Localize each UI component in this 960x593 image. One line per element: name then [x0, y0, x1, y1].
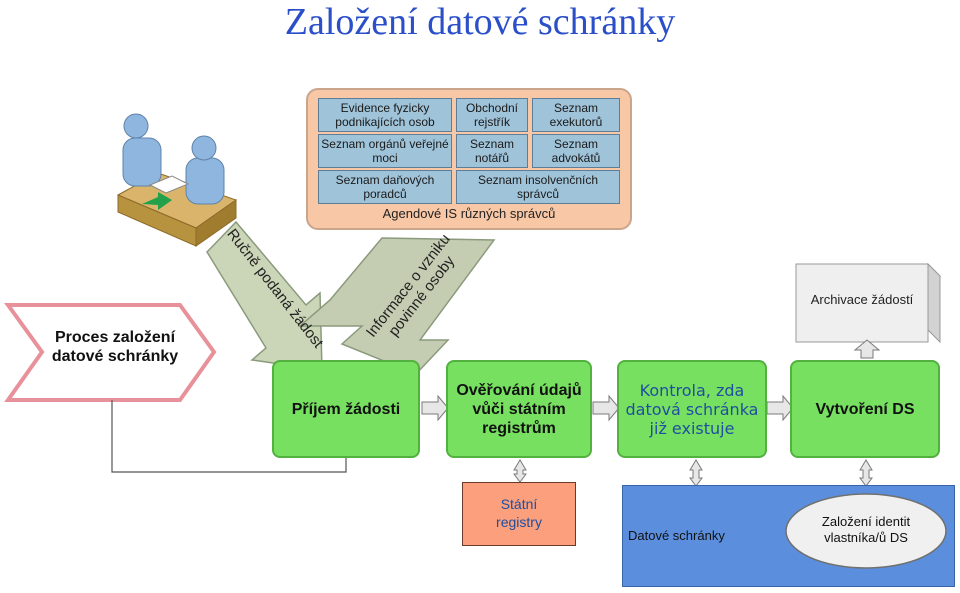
- registry-link-arrow: [513, 459, 527, 483]
- ds-link-arrow-2: [859, 459, 873, 487]
- process-shape: [4, 303, 217, 402]
- identity-ellipse-overlay: [785, 493, 947, 569]
- agenda-panel: Evidence fyzicky podnikajících osob Obch…: [306, 88, 632, 230]
- step-label: Kontrola, zda datová schránka již existu…: [625, 380, 759, 438]
- step-label: Vytvoření DS: [815, 400, 915, 418]
- agenda-cell: Seznam daňových poradců: [318, 170, 452, 204]
- identity-label: Založení identit vlastníka/ů DS: [821, 514, 911, 545]
- info-arrow: [297, 237, 496, 375]
- flow-arrow-3: [766, 394, 794, 422]
- step-kontrola[interactable]: Kontrola, zda datová schránka již existu…: [617, 360, 767, 458]
- manual-request-arrow: [206, 220, 323, 371]
- step-label: Ověřování údajů vůči státním registrům: [456, 381, 582, 437]
- archive-box-side: [927, 262, 941, 344]
- archive-label: Archivace žádostí: [810, 292, 914, 307]
- registry-label: Státní registry: [496, 496, 542, 530]
- process-label: Proces založení datové schránky: [51, 329, 179, 365]
- archive-box-front: [795, 263, 929, 343]
- flow-arrow-2: [592, 394, 620, 422]
- agenda-cell: Seznam exekutorů: [532, 98, 620, 132]
- step-prijem-zadosti[interactable]: Příjem žádosti: [272, 360, 420, 458]
- agenda-cell: Seznam advokátů: [532, 134, 620, 168]
- step-vytvoreni-ds[interactable]: Vytvoření DS: [790, 360, 940, 458]
- flow-arrow-1: [421, 394, 449, 422]
- agenda-footer: Agendové IS různých správců: [382, 206, 556, 221]
- datove-schranky-label: Datové schránky: [628, 528, 725, 543]
- ds-link-arrow-1: [689, 459, 703, 487]
- agenda-cell: Seznam insolvenčních správců: [456, 170, 620, 204]
- agenda-cell: Seznam orgánů veřejné moci: [318, 134, 452, 168]
- archive-up-arrow: [853, 339, 881, 359]
- step-overovani-udaju[interactable]: Ověřování údajů vůči státním registrům: [446, 360, 592, 458]
- state-registry-box[interactable]: Státní registry: [462, 482, 576, 546]
- process-connector: [111, 400, 347, 473]
- step-label: Příjem žádosti: [291, 400, 401, 418]
- agenda-cell: Obchodní rejstřík: [456, 98, 528, 132]
- people-icon: [116, 113, 238, 247]
- page-title: Založení datové schránky: [284, 1, 676, 43]
- agenda-cell: Evidence fyzicky podnikajících osob: [318, 98, 452, 132]
- agenda-cell: Seznam notářů: [456, 134, 528, 168]
